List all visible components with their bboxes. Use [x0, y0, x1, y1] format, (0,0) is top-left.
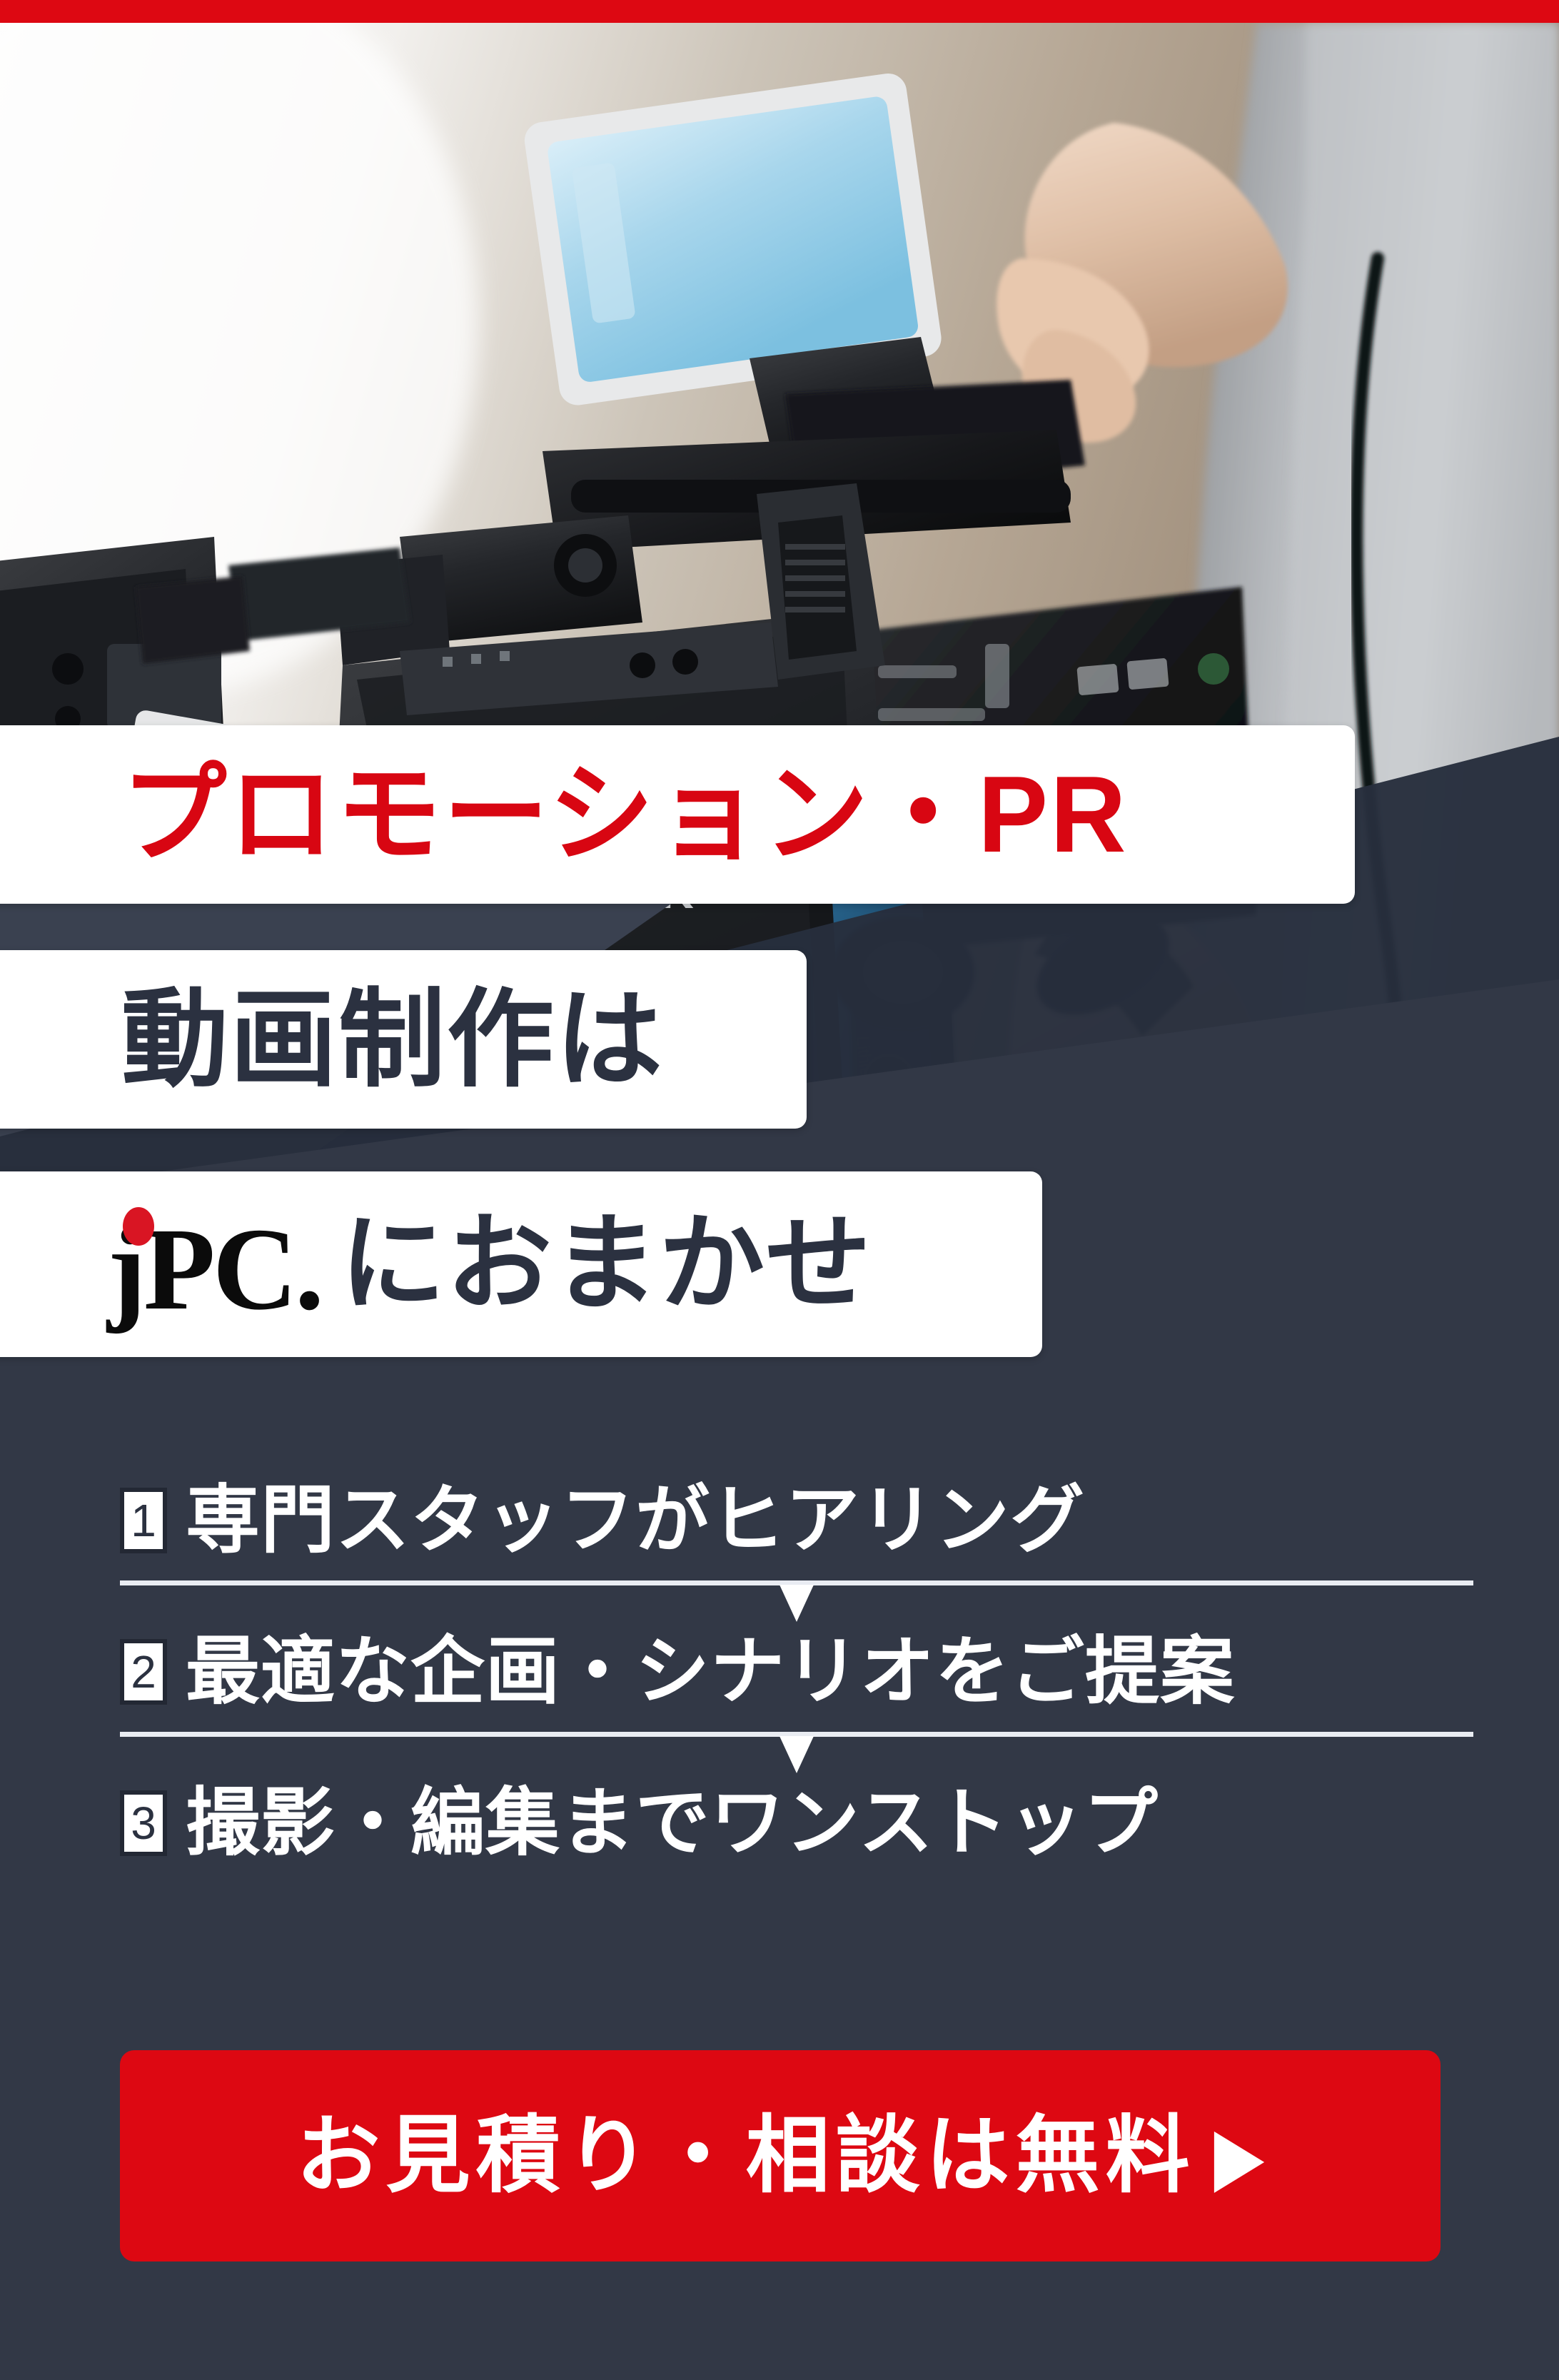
- step-item-1: 1 専門スタッフがヒアリング: [120, 1471, 1476, 1570]
- separator-line: [120, 1580, 1473, 1585]
- step-item-2: 2 最適な企画・シナリオをご提案: [120, 1622, 1476, 1722]
- top-accent-bar: [0, 0, 1559, 23]
- play-arrow-icon: ▶: [1214, 2111, 1265, 2201]
- step-label: 撮影・編集までワンストップ: [186, 1782, 1159, 1865]
- headline-band-logo: jPC. におまかせ: [0, 1171, 1042, 1357]
- headline-line-1: プロモーション・PR: [121, 754, 1129, 875]
- steps-list: 1 専門スタッフがヒアリング 2 最適な企画・シナリオをご提案 3 撮影・編集ま…: [120, 1471, 1476, 1873]
- step-separator-1: [120, 1570, 1473, 1622]
- separator-line: [120, 1732, 1473, 1737]
- headline-band-promotion: プロモーション・PR: [0, 725, 1355, 904]
- chevron-down-icon: [780, 1736, 814, 1773]
- step-number-badge: 3: [120, 1790, 167, 1856]
- step-label: 専門スタッフがヒアリング: [186, 1479, 1086, 1562]
- headline-line-2: 動画制作は: [121, 979, 665, 1099]
- hero-photo: 4K S&Q P PROFILE FOCUS PUSH AUTO MENU AU…: [0, 23, 1559, 1372]
- headline-band-video-production: 動画制作は: [0, 950, 807, 1129]
- camera-photo-illustration: 4K S&Q P PROFILE FOCUS PUSH AUTO MENU AU…: [0, 23, 1559, 1372]
- step-item-3: 3 撮影・編集までワンストップ: [120, 1773, 1476, 1873]
- step-number-badge: 1: [120, 1488, 167, 1553]
- headline-line-3: におまかせ: [340, 1205, 872, 1323]
- step-number-badge: 2: [120, 1639, 167, 1705]
- chevron-down-icon: [780, 1585, 814, 1622]
- step-label: 最適な企画・シナリオをご提案: [186, 1630, 1236, 1713]
- cta-label: お見積り・相談は無料: [296, 2109, 1196, 2203]
- jpc-logo: jPC.: [107, 1206, 324, 1328]
- step-separator-2: [120, 1722, 1473, 1773]
- cta-button[interactable]: お見積り・相談は無料 ▶: [120, 2050, 1441, 2261]
- logo-red-dot-icon: [123, 1206, 154, 1246]
- svg-text:P PROFILE: P PROFILE: [493, 929, 575, 947]
